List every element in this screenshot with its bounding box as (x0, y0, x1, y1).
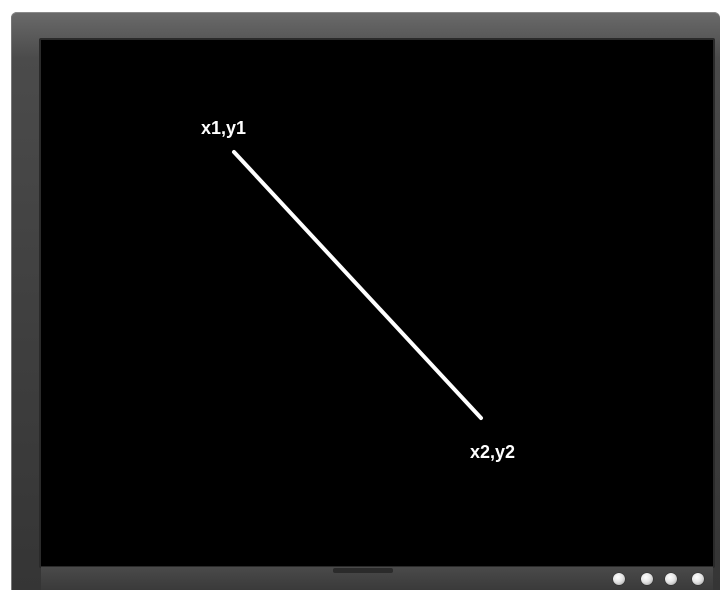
monitor-screen: x1,y1 x2,y2 (41, 40, 713, 566)
monitor-button-4-icon[interactable] (692, 573, 704, 585)
end-point-label: x2,y2 (470, 442, 515, 462)
monitor-button-3-icon[interactable] (665, 573, 677, 585)
monitor-button-1-icon[interactable] (613, 573, 625, 585)
line-segment (234, 152, 481, 418)
line-diagram (41, 40, 713, 566)
start-point-label: x1,y1 (201, 118, 246, 138)
monitor-button-2-icon[interactable] (641, 573, 653, 585)
monitor-logo-slot (333, 568, 393, 573)
monitor-body: x1,y1 x2,y2 (11, 12, 720, 590)
